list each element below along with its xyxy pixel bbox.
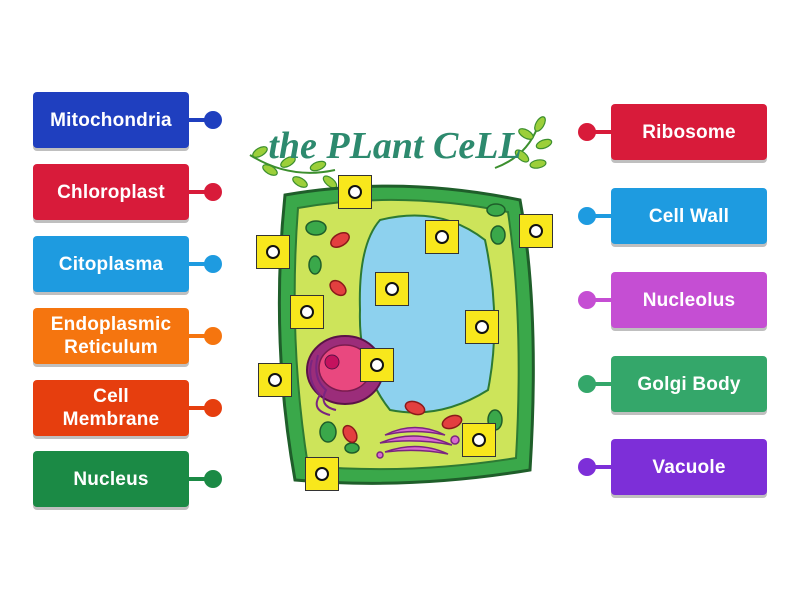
drop-marker-2[interactable]	[256, 235, 290, 269]
connector-dot[interactable]	[204, 327, 222, 345]
label-vacuole[interactable]: Vacuole	[611, 439, 767, 495]
nucleolus-shape	[324, 354, 340, 370]
label-cell-wall[interactable]: Cell Wall	[611, 188, 767, 244]
vine-left-icon	[249, 146, 338, 189]
connector-dot[interactable]	[204, 111, 222, 129]
label-golgi-body[interactable]: Golgi Body	[611, 356, 767, 412]
marker-circle-icon	[266, 245, 280, 259]
drop-marker-7[interactable]	[465, 310, 499, 344]
marker-circle-icon	[472, 433, 486, 447]
connector-line	[189, 334, 211, 338]
label-chloroplast[interactable]: Chloroplast	[33, 164, 189, 220]
connector-dot[interactable]	[578, 375, 596, 393]
plant-cell-diagram: the PLant CeLL	[240, 110, 560, 510]
mitochondria-shapes	[329, 232, 463, 444]
connector-dot[interactable]	[204, 183, 222, 201]
drop-marker-8[interactable]	[360, 348, 394, 382]
marker-circle-icon	[435, 230, 449, 244]
connector-dot[interactable]	[578, 207, 596, 225]
marker-circle-icon	[370, 358, 384, 372]
marker-circle-icon	[475, 320, 489, 334]
connector-line	[189, 477, 211, 481]
drop-marker-4[interactable]	[519, 214, 553, 248]
marker-circle-icon	[300, 305, 314, 319]
connector-line	[189, 406, 211, 410]
drop-marker-11[interactable]	[305, 457, 339, 491]
connector-dot[interactable]	[578, 291, 596, 309]
vine-right-icon	[494, 116, 553, 169]
marker-circle-icon	[268, 373, 282, 387]
label-endoplasmic-reticulum[interactable]: Endoplasmic Reticulum	[33, 308, 189, 364]
label-citoplasma[interactable]: Citoplasma	[33, 236, 189, 292]
connector-line	[589, 382, 611, 386]
label-nucleus[interactable]: Nucleus	[33, 451, 189, 507]
marker-circle-icon	[385, 282, 399, 296]
connector-line	[589, 130, 611, 134]
connector-line	[189, 262, 211, 266]
connector-dot[interactable]	[204, 399, 222, 417]
connector-line	[189, 118, 211, 122]
diagram-title: the PLant CeLL	[268, 125, 521, 167]
chloroplast-shapes	[305, 203, 506, 454]
marker-circle-icon	[348, 185, 362, 199]
drop-marker-9[interactable]	[258, 363, 292, 397]
connector-dot[interactable]	[578, 123, 596, 141]
drop-marker-3[interactable]	[425, 220, 459, 254]
drop-marker-6[interactable]	[290, 295, 324, 329]
connector-dot[interactable]	[578, 458, 596, 476]
drop-marker-1[interactable]	[338, 175, 372, 209]
drop-marker-10[interactable]	[462, 423, 496, 457]
plant-cell-illustration: the PLant CeLL	[249, 116, 553, 485]
label-ribosome[interactable]: Ribosome	[611, 104, 767, 160]
label-nucleolus[interactable]: Nucleolus	[611, 272, 767, 328]
golgi-body-shape	[376, 426, 460, 459]
marker-circle-icon	[529, 224, 543, 238]
connector-line	[189, 190, 211, 194]
connector-line	[589, 465, 611, 469]
drop-marker-5[interactable]	[375, 272, 409, 306]
er-shapes	[309, 354, 337, 416]
connector-dot[interactable]	[204, 470, 222, 488]
marker-circle-icon	[315, 467, 329, 481]
label-mitochondria[interactable]: Mitochondria	[33, 92, 189, 148]
connector-dot[interactable]	[204, 255, 222, 273]
connector-line	[589, 214, 611, 218]
connector-line	[589, 298, 611, 302]
label-cell-membrane[interactable]: Cell Membrane	[33, 380, 189, 436]
